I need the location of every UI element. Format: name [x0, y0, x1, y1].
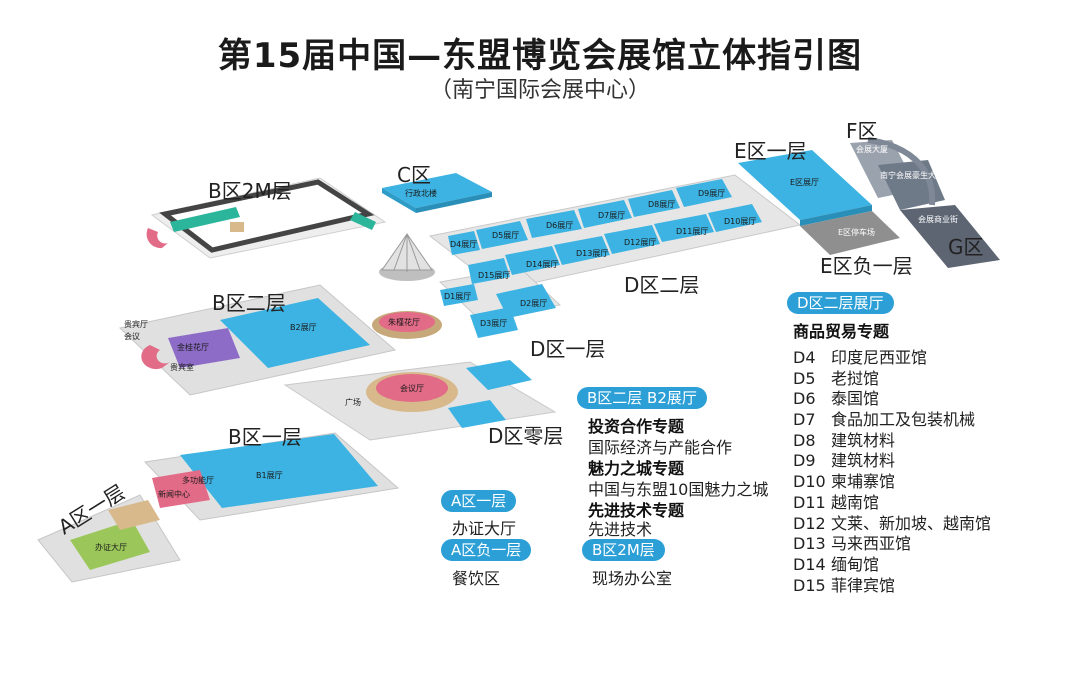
hall-small-3: 多功能厅	[182, 475, 214, 485]
hall-d12: D12展厅	[624, 238, 656, 247]
legend-a1-item: 办证大厅	[452, 519, 517, 538]
legend-b-topic2-item: 中国与东盟10国魅力之城	[588, 480, 769, 499]
label-g: G区	[948, 235, 984, 259]
label-c: C区	[397, 163, 431, 187]
hall-small-4: 贵宾室	[170, 362, 194, 372]
badge-aneg1: A区负一层	[441, 539, 532, 561]
hall-expo-street: 会展商业街	[918, 214, 958, 224]
hall-d15: D15展厅	[478, 271, 510, 280]
legend-aneg1-item: 餐饮区	[452, 569, 501, 588]
hall-d7: D7展厅	[598, 211, 625, 220]
label-d0: D区零层	[488, 424, 563, 448]
label-eneg1: E区负一层	[820, 254, 913, 278]
a1-floor[interactable]	[37, 494, 181, 583]
expo-tower-landmark	[379, 233, 435, 281]
e-zone[interactable]	[738, 150, 900, 255]
legend-b-topic3: 先进技术专题	[588, 501, 685, 520]
hall-plaza: 广场	[345, 397, 361, 407]
hall-d11: D11展厅	[676, 227, 708, 236]
hall-hotel: 南宁会展豪生大酒店	[880, 170, 952, 180]
hall-d13: D13展厅	[576, 249, 608, 258]
hall-news: 新闻中心	[158, 489, 190, 499]
legend-b-topic2: 魅力之城专题	[588, 459, 685, 478]
badge-b2m: B区2M层	[582, 539, 665, 561]
label-b2: B区二层	[212, 291, 286, 315]
badge-a1: A区一层	[441, 490, 517, 512]
hall-d3: D3展厅	[480, 319, 507, 328]
legend-d-heading: 商品贸易专题	[793, 322, 890, 341]
label-f: F区	[846, 119, 878, 143]
hall-meeting: 会议厅	[400, 383, 424, 393]
hall-jingui: 金桂花厅	[177, 342, 209, 352]
legend-b-topic1: 投资合作专题	[588, 417, 685, 436]
map-subtitle: （南宁国际会展中心）	[429, 78, 650, 103]
b1-floor[interactable]	[143, 432, 400, 521]
b2m-floor[interactable]	[146, 177, 387, 259]
hall-e-parking: E区停车场	[838, 227, 875, 237]
zhujin-hall[interactable]	[372, 311, 442, 339]
hall-b1: B1展厅	[256, 471, 283, 480]
legend-b-topic3-item: 先进技术	[588, 520, 653, 539]
hall-b2: B2展厅	[290, 323, 317, 332]
hall-d9: D9展厅	[698, 189, 725, 198]
hall-d4: D4展厅	[450, 240, 477, 249]
hall-d8: D8展厅	[648, 200, 675, 209]
hall-small-2: 会议	[124, 331, 140, 341]
hall-d10: D10展厅	[724, 217, 756, 226]
hall-e: E区展厅	[790, 178, 819, 187]
label-b1: B区一层	[228, 425, 302, 449]
hall-admin-building: 行政北楼	[405, 188, 437, 198]
label-e1: E区一层	[734, 139, 807, 163]
hall-zhujin: 朱槿花厅	[388, 317, 420, 327]
d0-floor[interactable]	[283, 360, 557, 441]
hall-d6: D6展厅	[546, 221, 573, 230]
legend-b-topic1-item: 国际经济与产能合作	[588, 438, 733, 457]
label-b2m: B区2M层	[208, 179, 292, 203]
badge-b2: B区二层 B2展厅	[577, 387, 707, 409]
hall-small-1: 贵宾厅	[124, 319, 148, 329]
hall-d14: D14展厅	[526, 260, 558, 269]
label-d2: D区二层	[624, 273, 699, 297]
hall-expo-tower: 会展大厦	[856, 144, 888, 154]
hall-d1: D1展厅	[444, 292, 471, 301]
hall-office: 办证大厅	[95, 542, 127, 552]
d-halls[interactable]	[440, 179, 762, 338]
c-zone[interactable]	[382, 173, 492, 213]
map-title: 第15届中国—东盟博览会展馆立体指引图	[217, 36, 863, 76]
b2-floor[interactable]	[118, 284, 397, 396]
label-d1: D区一层	[530, 337, 605, 361]
hall-d5: D5展厅	[492, 231, 519, 240]
hall-d2: D2展厅	[520, 299, 547, 308]
legend-b2m-item: 现场办公室	[592, 569, 673, 588]
f-g-zone[interactable]	[850, 137, 1000, 268]
badge-d2: D区二层展厅	[787, 292, 894, 314]
